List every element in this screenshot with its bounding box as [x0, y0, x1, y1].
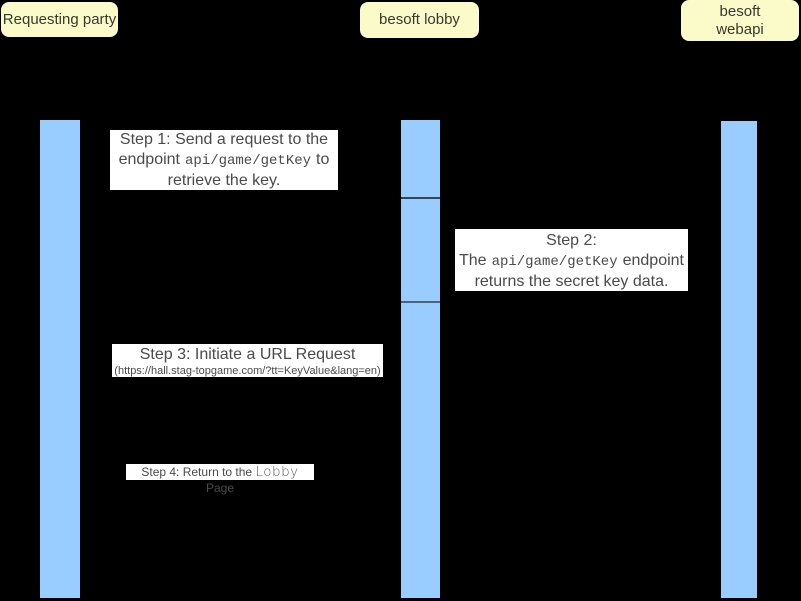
note-step4-pre: Step 4: Return to the	[141, 465, 253, 479]
note-step1: Step 1: Send a request to the endpoint ap…	[110, 130, 338, 190]
actor-requesting-party: Requesting party	[1, 2, 118, 37]
actor-requesting-party-label: Requesting party	[2, 10, 117, 28]
note-step3-url: (https://hall.stag-topgame.com/?tt=KeyVa…	[114, 365, 381, 377]
note-step2-line2-pre: The	[459, 252, 487, 269]
activation-bar-besoft-lobby	[401, 120, 440, 598]
actor-besoft-lobby-label: besoft lobby	[379, 11, 460, 28]
note-step1-line2-post: to	[316, 151, 330, 168]
activation-bar-requesting-party	[40, 120, 80, 598]
actor-besoft-webapi-label-line2: webapi	[716, 20, 764, 38]
note-step3-line1: Step 3: Initiate a URL Request	[139, 346, 356, 363]
note-step3: Step 3: Initiate a URL Request (https://…	[112, 344, 383, 377]
note-step1-line1: Step 1: Send a request to the	[119, 131, 329, 148]
actor-besoft-webapi-label: besoft webapi	[716, 3, 764, 39]
actor-besoft-webapi-label-line1: besoft	[719, 2, 761, 20]
note-step1-endpoint-code: api/game/getKey	[185, 153, 312, 169]
note-step2-line1: Step 2:	[546, 232, 597, 249]
activation-bar-besoft-webapi	[721, 121, 757, 598]
activation-divider-bottom	[401, 301, 440, 303]
note-step2-line2-post: endpoint	[622, 252, 684, 269]
note-step2-line3: returns the secret key data.	[474, 273, 669, 290]
activation-divider-top	[401, 197, 440, 199]
note-step1-line3: retrieve the key.	[167, 172, 281, 189]
note-step4: Step 4: Return to the Lobby Page	[126, 464, 314, 495]
note-step4-lobby-word: Lobby	[255, 464, 299, 480]
note-step1-line2-pre: endpoint	[118, 151, 180, 168]
actor-besoft-webapi: besoft webapi	[681, 0, 799, 41]
note-step4-post: Page	[205, 481, 235, 495]
actor-besoft-lobby: besoft lobby	[360, 2, 479, 38]
note-step2-endpoint-code: api/game/getKey	[491, 254, 618, 270]
